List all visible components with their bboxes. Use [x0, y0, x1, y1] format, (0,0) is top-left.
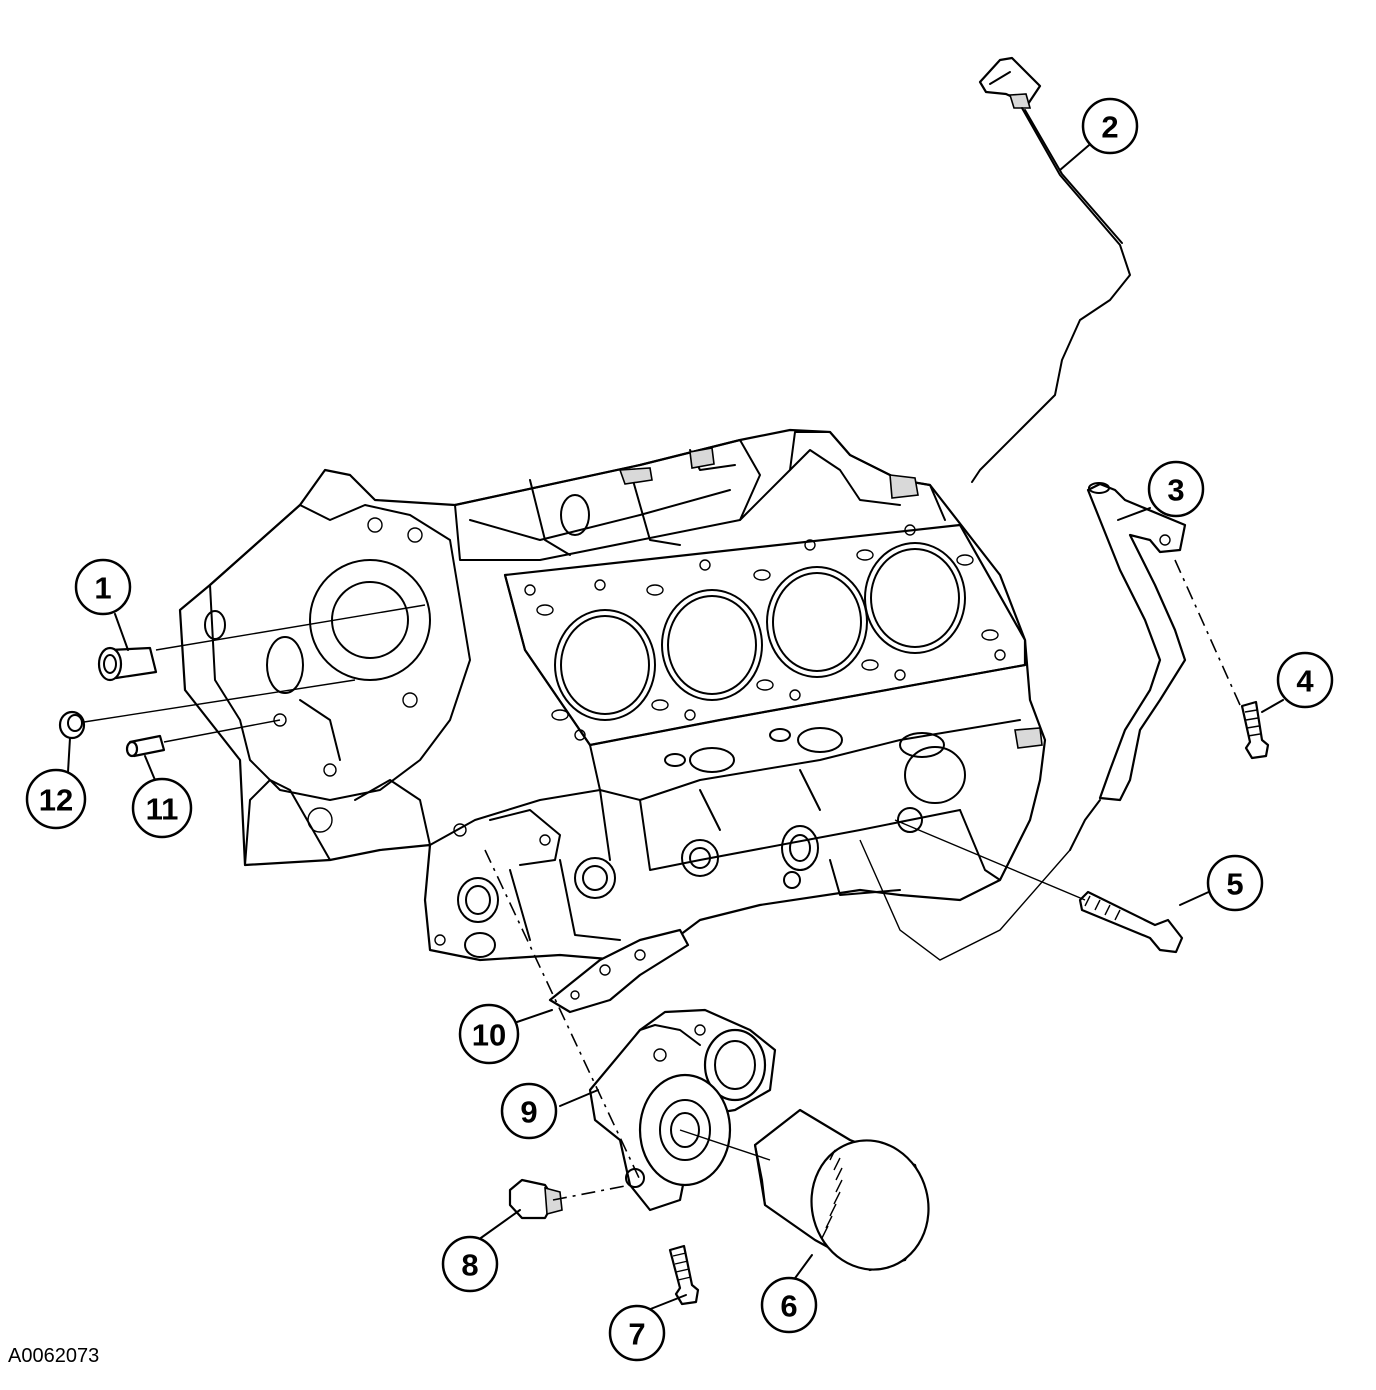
callout-label: 8 — [461, 1248, 478, 1283]
callout-10: 10 — [458, 1003, 520, 1065]
dowel-pin[interactable] — [125, 734, 166, 758]
oil-level-dipstick[interactable] — [971, 56, 1131, 483]
callout-5: 5 — [1206, 854, 1264, 912]
callout-label: 6 — [780, 1289, 797, 1324]
assembly-lines — [83, 559, 1241, 1201]
dipstick-tube-bolt[interactable] — [1240, 700, 1270, 760]
callout-3: 3 — [1147, 460, 1205, 518]
long-bolt[interactable] — [1078, 890, 1184, 954]
callout-label: 2 — [1101, 110, 1118, 145]
callout-11: 11 — [131, 777, 193, 839]
core-plug[interactable] — [97, 646, 158, 682]
callout-label: 5 — [1226, 867, 1243, 902]
callout-label: 4 — [1296, 664, 1314, 699]
callout-7: 7 — [608, 1304, 666, 1362]
callout-6: 6 — [760, 1276, 818, 1334]
callout-label: 10 — [472, 1018, 506, 1053]
callout-label: 12 — [39, 783, 73, 818]
dipstick-tube[interactable] — [1069, 482, 1187, 851]
oil-filter-adapter[interactable] — [588, 1008, 777, 1212]
callout-2: 2 — [1081, 97, 1139, 155]
callout-9: 9 — [500, 1082, 558, 1140]
leader-lines — [67, 139, 1284, 1311]
callout-label: 1 — [94, 571, 111, 606]
adapter-bolt[interactable] — [668, 1244, 700, 1306]
figure-id: A0062073 — [8, 1345, 100, 1367]
callout-1: 1 — [74, 558, 132, 616]
callout-4: 4 — [1276, 651, 1334, 709]
engine-block — [178, 428, 1047, 962]
callout-8: 8 — [441, 1235, 499, 1293]
oil-pressure-sender[interactable] — [508, 1178, 563, 1220]
callout-label: 11 — [146, 792, 179, 827]
cup-plug[interactable] — [58, 710, 86, 740]
callout-label: 9 — [520, 1095, 537, 1130]
callout-label: 3 — [1167, 473, 1184, 508]
oil-filter[interactable] — [753, 1108, 943, 1283]
adapter-gasket[interactable] — [548, 928, 690, 1014]
callout-12: 12 — [25, 768, 87, 830]
callout-label: 7 — [628, 1317, 645, 1352]
